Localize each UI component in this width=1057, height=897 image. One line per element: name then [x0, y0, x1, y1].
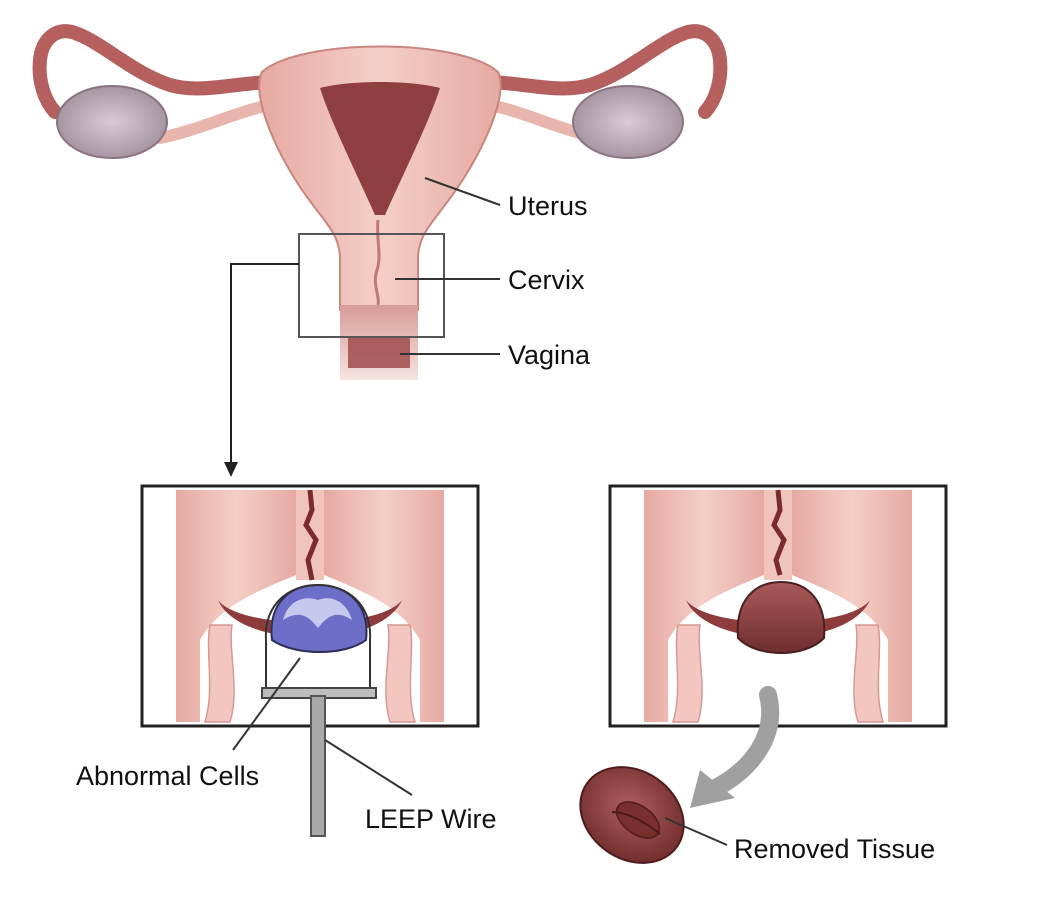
leep-loop	[264, 583, 372, 690]
zoom-connector-line	[230, 263, 299, 468]
removed-tissue-label: Removed Tissue	[734, 834, 935, 864]
removed-tissue-illustration	[579, 766, 685, 864]
zoom-arrowhead	[224, 462, 238, 477]
abnormal-cells-label: Abnormal Cells	[76, 761, 259, 791]
uterine-cavity	[320, 82, 440, 215]
excised-cervix-area	[736, 580, 826, 654]
post-removal-panel	[608, 484, 948, 728]
uterus-overview-illustration	[32, 24, 728, 477]
right-fallopian-tube	[463, 24, 728, 119]
right-ovary	[572, 85, 684, 159]
leep-wire-shaft	[310, 695, 326, 837]
left-fallopian-tube	[32, 24, 297, 119]
leep-procedure-panel	[140, 484, 480, 728]
cervix-label: Cervix	[508, 265, 585, 295]
removal-arrow	[703, 686, 780, 799]
cervix-zoom-box	[298, 233, 445, 338]
uterus-label: Uterus	[508, 191, 588, 221]
vagina-label: Vagina	[508, 340, 591, 370]
left-ovary	[56, 85, 168, 159]
leep-wire-label: LEEP Wire	[365, 804, 497, 834]
removal-arrowhead	[690, 770, 735, 808]
